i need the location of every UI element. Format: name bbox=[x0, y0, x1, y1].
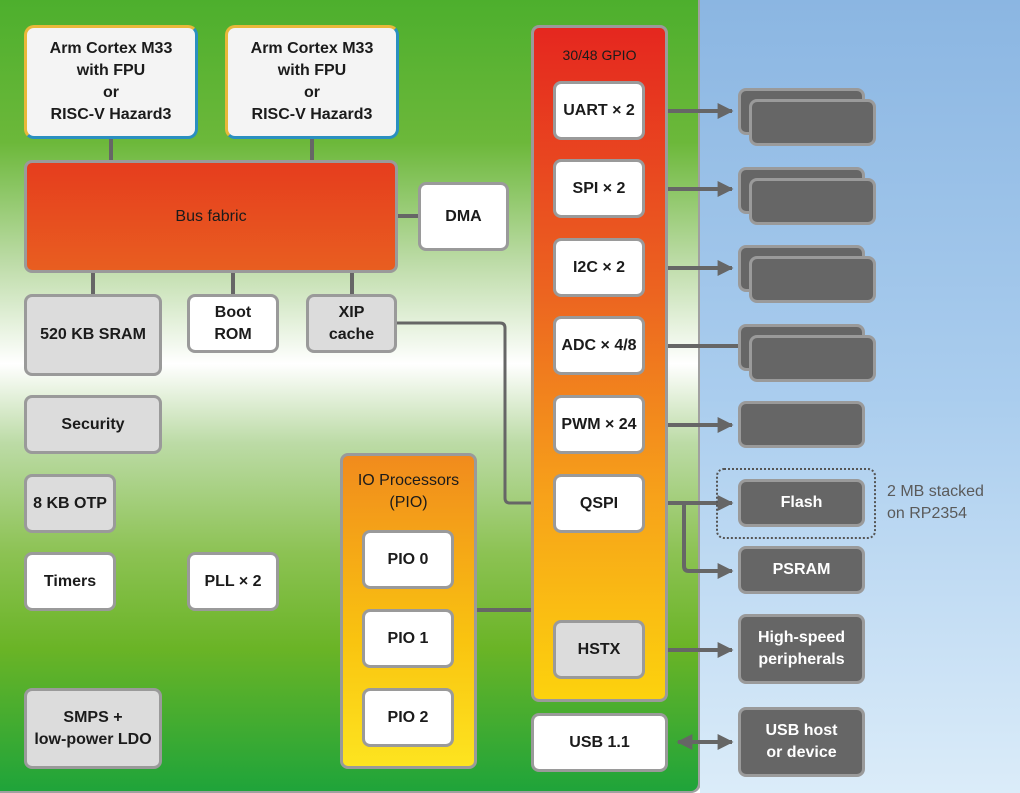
flash-note: 2 MB stacked on RP2354 bbox=[887, 483, 984, 522]
boot-rom-block: Boot ROM bbox=[187, 294, 279, 353]
bus-fabric: Bus fabric bbox=[24, 160, 398, 273]
stacked-flash-outline bbox=[716, 468, 876, 539]
core-1: Arm Cortex M33 with FPU or RISC-V Hazard… bbox=[225, 25, 399, 139]
adc-block: ADC × 4/8 bbox=[553, 316, 645, 375]
dma-block: DMA bbox=[418, 182, 509, 251]
i2c-block: I2C × 2 bbox=[553, 238, 645, 297]
qspi-block: QSPI bbox=[553, 474, 645, 533]
hstx-block: HSTX bbox=[553, 620, 645, 679]
pwm-block: PWM × 24 bbox=[553, 395, 645, 454]
security-block: Security bbox=[24, 395, 162, 454]
uart-device bbox=[749, 99, 876, 146]
pio-2: PIO 2 bbox=[362, 688, 454, 747]
power-block: SMPS + low-power LDO bbox=[24, 688, 162, 769]
usb-device: USB host or device bbox=[738, 707, 865, 777]
otp-block: 8 KB OTP bbox=[24, 474, 116, 533]
pio-title: IO Processors (PIO) bbox=[357, 472, 460, 511]
psram-device: PSRAM bbox=[738, 546, 865, 594]
core-0: Arm Cortex M33 with FPU or RISC-V Hazard… bbox=[24, 25, 198, 139]
spi-device bbox=[749, 178, 876, 225]
usb-block: USB 1.1 bbox=[531, 713, 668, 772]
pio-1: PIO 1 bbox=[362, 609, 454, 668]
pll-block: PLL × 2 bbox=[187, 552, 279, 611]
high-speed-device: High-speed peripherals bbox=[738, 614, 865, 684]
flash-device: Flash bbox=[738, 479, 865, 527]
gpio-title: 30/48 GPIO bbox=[562, 47, 637, 63]
xip-qspi-link bbox=[397, 321, 556, 505]
i2c-device bbox=[749, 256, 876, 303]
timers-block: Timers bbox=[24, 552, 116, 611]
spi-block: SPI × 2 bbox=[553, 159, 645, 218]
pwm-device bbox=[738, 401, 865, 448]
adc-device bbox=[749, 335, 876, 382]
pio-0: PIO 0 bbox=[362, 530, 454, 589]
sram-block: 520 KB SRAM bbox=[24, 294, 162, 376]
xip-cache-block: XIP cache bbox=[306, 294, 397, 353]
uart-block: UART × 2 bbox=[553, 81, 645, 140]
qspi-psram-arrow bbox=[682, 503, 734, 579]
